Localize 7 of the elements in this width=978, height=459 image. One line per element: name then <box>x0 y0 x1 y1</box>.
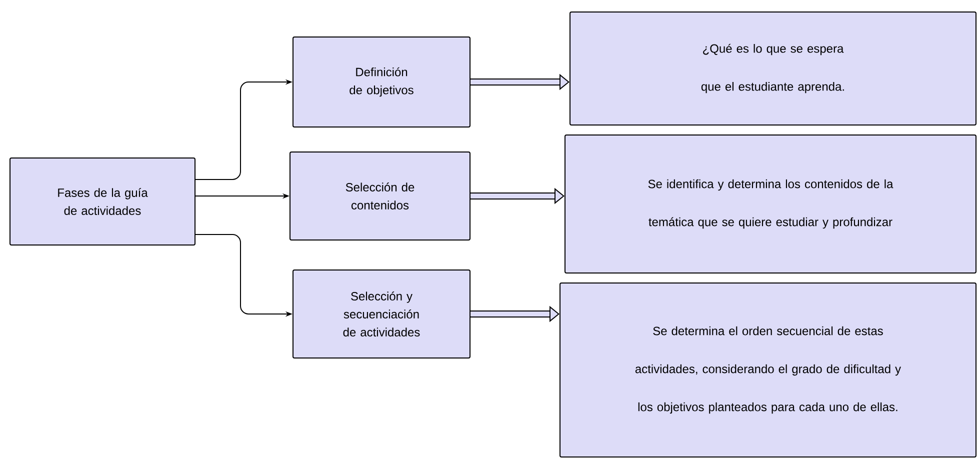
text-box: Definición de objetivos <box>292 36 470 128</box>
text-box: Fases de la guía de actividades <box>10 158 196 246</box>
text-box: Se determina el orden secuencial de estas actividades, considerando el grado de dificultad y los objetivos planteados para cada uno de ellas. <box>560 282 976 458</box>
text-box: Selección de contenidos <box>290 152 470 240</box>
text-box: Selección y secuenciación de actividades <box>292 270 470 358</box>
text-box: Se identifica y determina los contenidos de la temática que se quiere estudiar y profundizar <box>564 134 976 274</box>
text-box: ¿Qué es lo que se espera que el estudiante aprenda. <box>570 12 976 126</box>
